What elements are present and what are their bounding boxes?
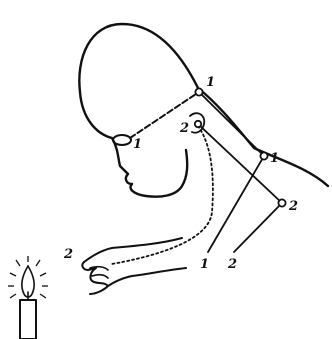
forearm-lower bbox=[90, 268, 186, 294]
candle-body bbox=[20, 300, 36, 339]
line-point-1-to-shoulder-1 bbox=[199, 92, 264, 156]
label-head-top: 1 bbox=[206, 75, 215, 90]
line-shoulder-1-to-end-1 bbox=[208, 156, 264, 252]
hand bbox=[82, 262, 108, 286]
point-shoulder-1 bbox=[260, 152, 267, 159]
label-head-inner: 2 bbox=[179, 121, 189, 136]
point-head-2 bbox=[195, 121, 201, 127]
back-outline bbox=[198, 88, 328, 186]
label-end-two: 2 bbox=[227, 257, 237, 272]
dotted-line-to-hand bbox=[112, 126, 213, 264]
point-shoulder-2 bbox=[278, 199, 285, 206]
label-end-one: 1 bbox=[200, 257, 209, 272]
line-shoulder-2-to-end-2 bbox=[234, 203, 282, 252]
label-hand: 2 bbox=[63, 247, 73, 262]
point-head-1 bbox=[195, 88, 202, 95]
head-outline bbox=[79, 24, 198, 197]
eye-icon bbox=[113, 135, 131, 145]
label-eye: 1 bbox=[133, 137, 142, 152]
label-shoulder-back: 2 bbox=[288, 199, 298, 214]
label-shoulder-front: 1 bbox=[270, 151, 279, 166]
